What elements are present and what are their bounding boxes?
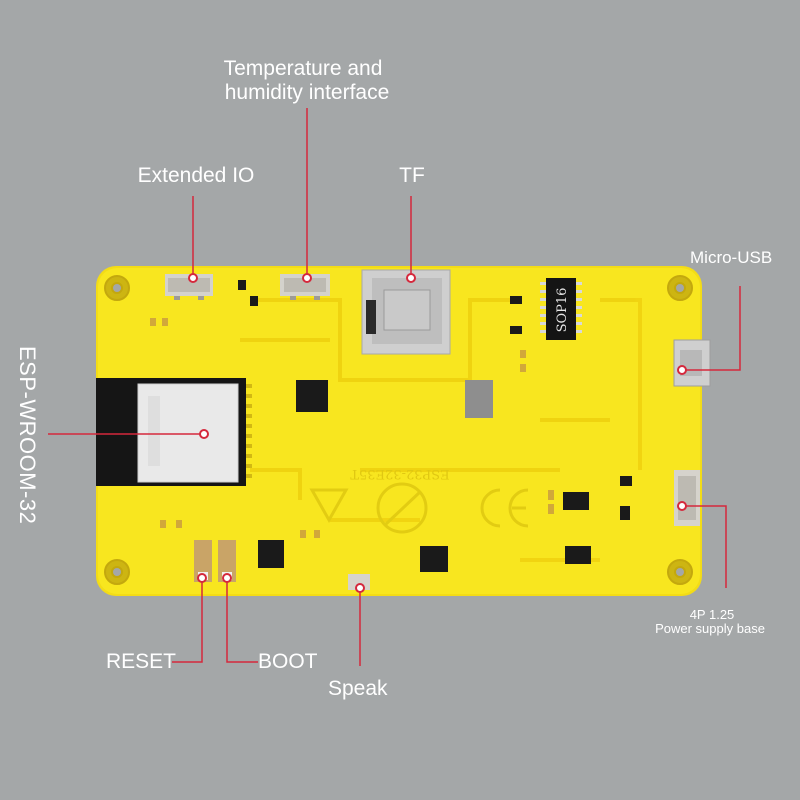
leader-boot [226,578,258,663]
board-silkscreen-text: ESP32-32E35T [350,466,450,481]
speak-label: Speak [328,677,388,700]
sop16-marking: SOP16 [555,288,570,333]
extended-io-connector [165,274,213,300]
temperature-humidity-connector [280,274,330,300]
silkscreen-marks [309,482,529,534]
esp-wroom-32-module [96,378,252,486]
leader-reset [172,578,203,663]
tf-card-slot [361,269,451,355]
power-label-line2: Power supply base [655,621,765,636]
leader-micro-usb [682,286,741,371]
mounting-holes [104,275,693,585]
components [238,280,632,572]
leader-lines [48,108,741,666]
tf-label: TF [399,164,425,187]
power-supply-connector [674,470,700,526]
extended-io-label: Extended IO [137,164,255,187]
temp-humidity-label-line2: humidity interface [224,81,390,104]
esp-module-label: ESP-WROOM-32 [15,346,40,525]
boot-label: BOOT [258,650,318,673]
sop16-chip: SOP16 [540,278,582,340]
power-label-line1: 4P 1.25 [689,607,735,622]
reset-label: RESET [106,650,177,673]
micro-usb-connector [673,339,711,387]
leader-power [682,505,727,588]
micro-usb-label: Micro-USB [690,248,773,267]
temp-humidity-label-line1: Temperature and [223,57,383,80]
